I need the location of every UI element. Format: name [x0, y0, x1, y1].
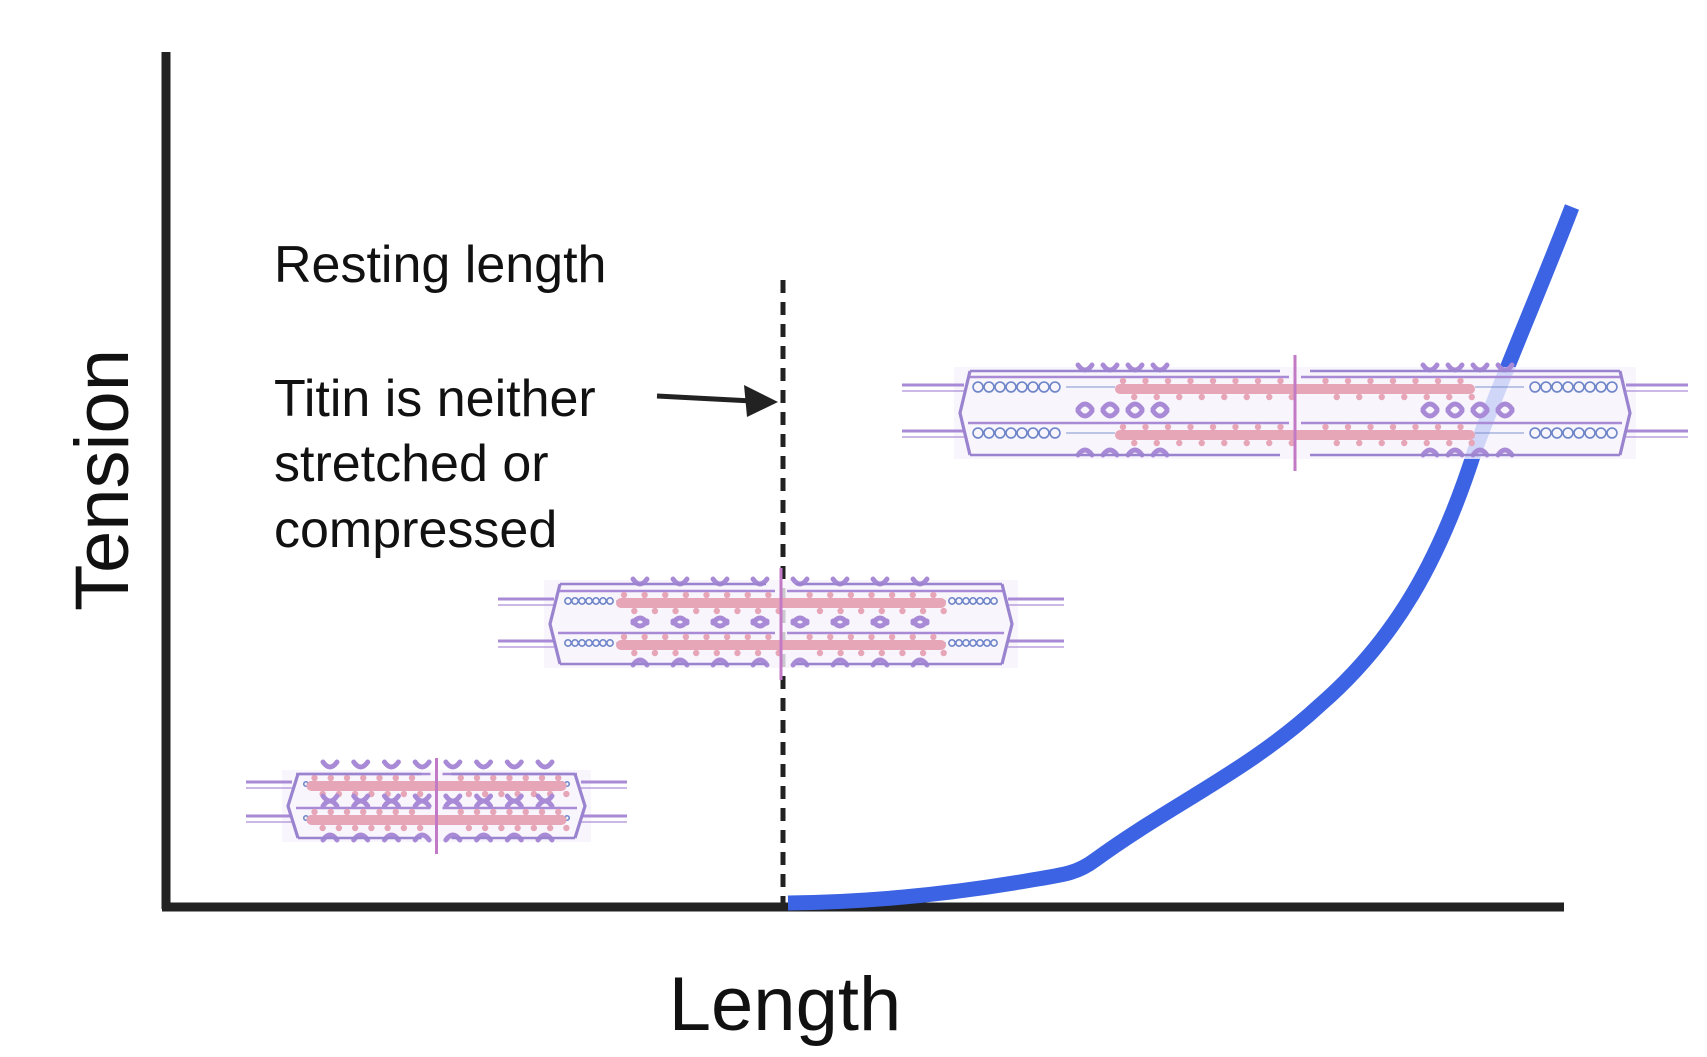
y-axis-label: Tension — [60, 349, 145, 611]
annotation-arrow — [656, 385, 778, 417]
tension-curve — [787, 204, 1579, 911]
sarcomere-compressed — [246, 758, 627, 854]
sarcomere-stretched — [902, 355, 1688, 471]
sarcomere-resting — [498, 568, 1064, 680]
annotation-line-2: stretched or — [274, 435, 549, 493]
resting-length-label: Resting length — [274, 236, 606, 294]
x-axis-label: Length — [669, 962, 901, 1047]
annotation-line-1: Titin is neither — [274, 370, 596, 428]
annotation-line-3: compressed — [274, 501, 557, 559]
